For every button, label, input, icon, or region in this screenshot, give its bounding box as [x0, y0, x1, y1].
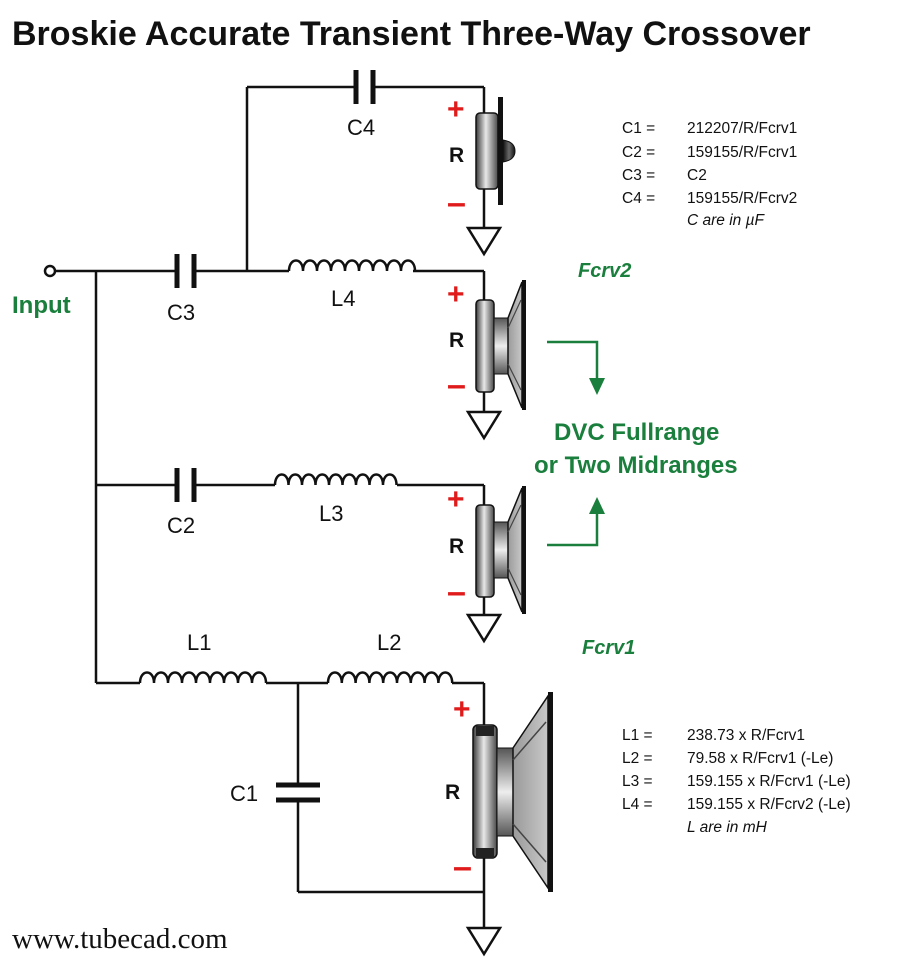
fcrv1-label: Fcrv1 [582, 637, 635, 659]
eq-l4-value: 159.155 x R/Fcrv2 (-Le) [687, 796, 851, 813]
ground-mid1 [465, 410, 503, 441]
ind-units-note: L are in mH [687, 819, 768, 836]
input-label: Input [12, 292, 71, 319]
woofer-minus-sign: – [453, 848, 472, 886]
eq-l1-value: 238.73 x R/Fcrv1 [687, 727, 805, 744]
eq-l1-name: L1 = [622, 727, 653, 744]
cap-units-note: C are in µF [687, 212, 766, 229]
l4-label: L4 [331, 286, 355, 311]
woofer-r-label: R [445, 781, 460, 804]
dvc-arrow-up [547, 497, 605, 547]
capacitor-c4 [353, 70, 376, 104]
eq-l4-name: L4 = [622, 796, 653, 813]
capacitor-c1 [276, 782, 320, 803]
eq-c1-value: 212207/R/Fcrv1 [687, 120, 797, 137]
capacitor-c3 [174, 254, 197, 288]
midrange-driver-upper [475, 280, 526, 410]
mid2-r-label: R [449, 535, 464, 558]
eq-l3-value: 159.155 x R/Fcrv1 (-Le) [687, 773, 851, 790]
c3-label: C3 [167, 300, 195, 325]
woofer-plus-sign: + [453, 693, 471, 726]
mid1-r-label: R [449, 329, 464, 352]
dvc-label-line1: DVC Fullrange [554, 419, 719, 446]
l3-label: L3 [319, 501, 343, 526]
tweeter-r-label: R [449, 144, 464, 167]
inductor-l1 [138, 671, 268, 684]
eq-c3-name: C3 = [622, 167, 655, 184]
eq-c2-value: 159155/R/Fcrv1 [687, 144, 797, 161]
dvc-label-line2: or Two Midranges [534, 452, 738, 479]
capacitor-equations: C1 = 212207/R/Fcrv1 C2 = 159155/R/Fcrv1 … [622, 120, 797, 229]
eq-c1-name: C1 = [622, 120, 655, 137]
dvc-arrow-down [547, 340, 605, 395]
inductor-l4 [287, 259, 417, 272]
tweeter-driver [475, 97, 516, 205]
mid1-minus-sign: – [447, 366, 466, 404]
c2-label: C2 [167, 513, 195, 538]
eq-l2-value: 79.58 x R/Fcrv1 (-Le) [687, 750, 833, 767]
woofer-driver [472, 692, 553, 892]
eq-c3-value: C2 [687, 167, 707, 184]
tweeter-minus-sign: – [447, 184, 466, 222]
mid2-minus-sign: – [447, 573, 466, 611]
eq-l2-name: L2 = [622, 750, 653, 767]
ground-woofer [465, 926, 503, 957]
inductor-l3 [273, 473, 398, 486]
eq-l3-name: L3 = [622, 773, 653, 790]
capacitor-c2 [174, 468, 197, 502]
eq-c2-name: C2 = [622, 144, 655, 161]
c4-label: C4 [347, 115, 375, 140]
mid2-plus-sign: + [447, 483, 465, 516]
eq-c4-name: C4 = [622, 190, 655, 207]
l2-label: L2 [377, 630, 401, 655]
mid1-plus-sign: + [447, 278, 465, 311]
c1-label: C1 [230, 781, 258, 806]
fcrv2-label: Fcrv2 [578, 260, 631, 282]
midrange-driver-lower [475, 486, 526, 614]
inductor-equations: L1 = 238.73 x R/Fcrv1 L2 = 79.58 x R/Fcr… [622, 727, 851, 836]
l1-label: L1 [187, 630, 211, 655]
wiring [43, 85, 486, 928]
website-url: www.tubecad.com [12, 923, 228, 955]
tweeter-plus-sign: + [447, 93, 465, 126]
ground-tweeter [465, 226, 503, 257]
diagram-title: Broskie Accurate Transient Three-Way Cro… [12, 15, 811, 53]
ground-mid2 [465, 613, 503, 644]
eq-c4-value: 159155/R/Fcrv2 [687, 190, 797, 207]
inductor-l2 [326, 671, 454, 684]
